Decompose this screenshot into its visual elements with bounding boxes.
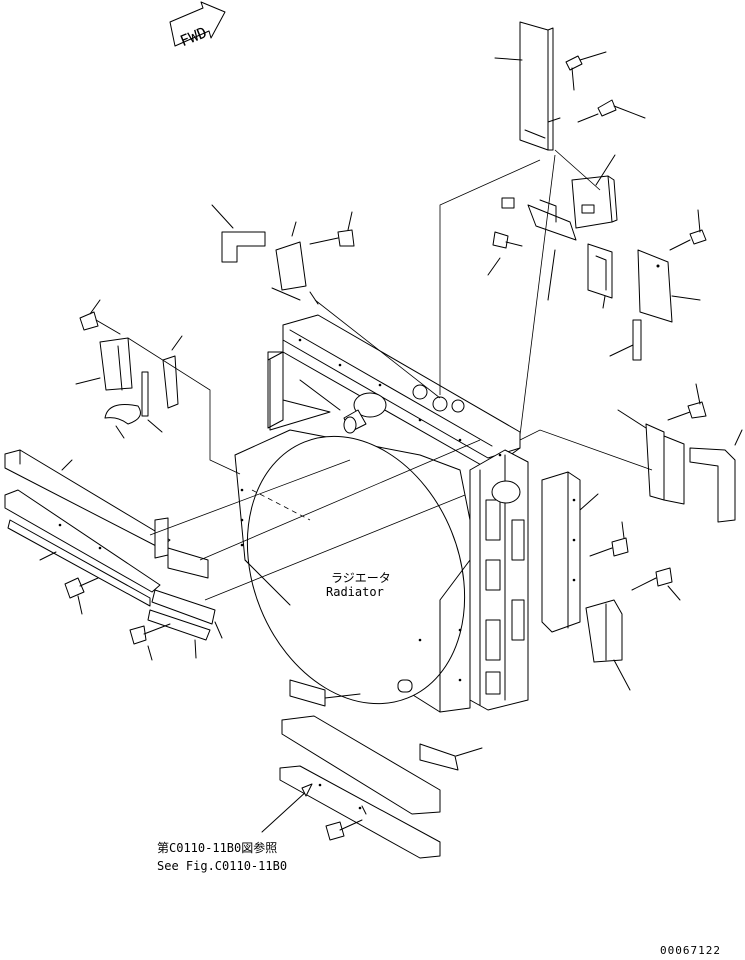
- bolt-icon: [667, 383, 707, 421]
- reference-label-jp: 第C0110-11B0図参照: [157, 840, 277, 855]
- side-bracket: [587, 243, 613, 299]
- seal-block: [154, 517, 169, 559]
- clamp-ring: [104, 404, 141, 439]
- bottom-plate: [279, 715, 441, 859]
- seal-block: [167, 547, 209, 579]
- bolt-icon: [64, 577, 99, 615]
- drawing-number: 00067122: [660, 944, 721, 957]
- side-seal-plate: [645, 423, 685, 505]
- bolt-icon: [492, 231, 523, 249]
- reference-arrow-icon: [261, 789, 309, 833]
- reference-label-en: See Fig.C0110-11B0: [157, 859, 287, 873]
- bottom-bracket-right: [585, 599, 631, 691]
- mount-plate: [275, 221, 307, 291]
- l-seal: [211, 204, 266, 263]
- strip-seal: [632, 319, 642, 361]
- rubber-pad: [571, 154, 618, 229]
- hook-bracket: [162, 335, 183, 409]
- side-rail-lower: [4, 489, 161, 607]
- fwd-arrow-icon: FWD: [169, 1, 226, 50]
- bolt-icon: [129, 623, 171, 661]
- radiator-label-en: Radiator: [326, 585, 384, 599]
- l-seal: [689, 429, 743, 523]
- bolt-icon: [577, 99, 646, 123]
- side-guide-column: [541, 471, 599, 633]
- bottom-seal-right: [419, 743, 483, 771]
- side-cover-small: [637, 249, 673, 323]
- bolt-icon: [309, 211, 355, 247]
- side-cover-plate-top: [519, 21, 554, 151]
- radiator-assembly: [234, 314, 529, 713]
- stay-bracket: [75, 337, 133, 391]
- bracket-strip: [147, 589, 216, 641]
- bolt-icon: [589, 521, 629, 557]
- fwd-label: FWD: [178, 23, 210, 50]
- bolt-icon: [669, 209, 707, 251]
- bolt-icon: [631, 567, 681, 601]
- radiator-label-jp: ラジエータ: [331, 571, 391, 585]
- bolt-icon: [325, 819, 363, 841]
- mount-bracket: [527, 199, 577, 241]
- bolt-icon: [565, 51, 607, 91]
- bottom-seal-left: [289, 679, 361, 707]
- cushion-block: [501, 197, 515, 209]
- spacer-rod: [141, 371, 149, 417]
- bolt-icon: [79, 299, 121, 335]
